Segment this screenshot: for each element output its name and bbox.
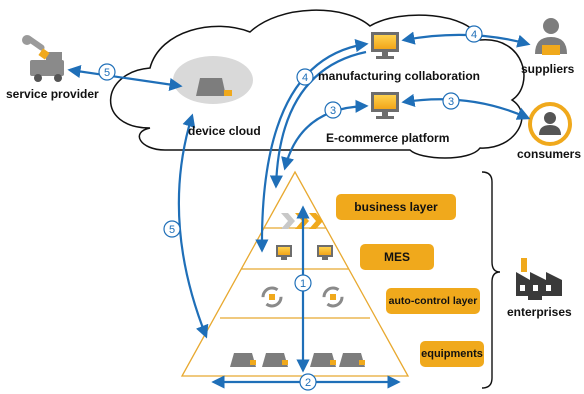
gear-cycle-icon — [261, 286, 283, 308]
wrench-truck-icon — [22, 35, 64, 82]
enterprises-brace — [481, 171, 501, 389]
business-layer-box: business layer — [336, 194, 456, 220]
consumers-label: consumers — [517, 147, 582, 161]
svg-text:4: 4 — [302, 72, 308, 84]
badge-3b: 3 — [324, 101, 342, 119]
arrow-4-collab-2 — [269, 50, 367, 189]
badge-5a: 5 — [98, 63, 116, 81]
person-icon — [528, 102, 572, 146]
machine-icon — [230, 353, 256, 367]
svg-text:1: 1 — [300, 278, 306, 290]
badge-1: 1 — [294, 274, 312, 292]
gear-cycle-icon — [322, 286, 344, 308]
ecommerce-platform-label: E-commerce platform — [326, 131, 450, 145]
arrow-5-cloud — [177, 113, 209, 339]
badge-5b: 5 — [163, 220, 181, 238]
badge-3a: 3 — [442, 92, 460, 110]
manufacturing-collaboration-label: manufacturing collaboration — [318, 69, 481, 83]
monitor-icon — [371, 92, 399, 119]
mes-layer-box: MES — [360, 244, 434, 270]
machine-icon — [310, 353, 336, 367]
svg-text:5: 5 — [169, 224, 175, 236]
svg-text:4: 4 — [471, 29, 477, 41]
svg-text:3: 3 — [448, 96, 454, 108]
person-icon — [535, 18, 567, 55]
device-cloud-label: device cloud — [188, 124, 261, 138]
machine-icon — [262, 353, 288, 367]
factory-icon — [516, 258, 562, 300]
monitor-icon — [276, 245, 292, 260]
svg-text:2: 2 — [305, 377, 311, 389]
equipments-layer-box: equipments — [420, 341, 484, 367]
machine-icon — [339, 353, 365, 367]
badge-4b: 4 — [296, 68, 314, 86]
svg-text:3: 3 — [330, 105, 336, 117]
arrow-3-consumers — [401, 93, 531, 120]
badge-4a: 4 — [465, 25, 483, 43]
server-icon — [173, 56, 253, 104]
svg-text:5: 5 — [104, 67, 110, 79]
service-provider-label: service provider — [6, 87, 99, 101]
suppliers-label: suppliers — [521, 62, 575, 76]
monitor-icon — [371, 32, 399, 59]
enterprises-label: enterprises — [507, 305, 572, 319]
auto-control-layer-box: auto-control layer — [386, 288, 480, 314]
badge-2: 2 — [299, 373, 317, 391]
monitor-icon — [317, 245, 333, 260]
arrow-5-service — [67, 64, 183, 92]
arrow-4-collab — [255, 39, 369, 253]
